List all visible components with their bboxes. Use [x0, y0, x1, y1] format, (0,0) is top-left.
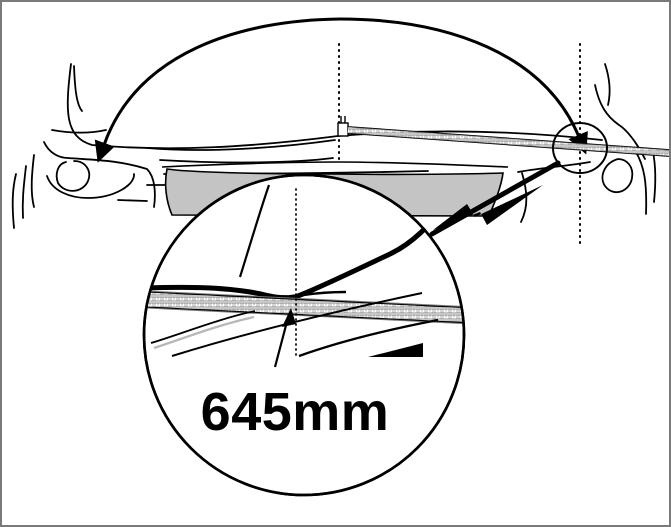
- zoom-source-circle: [429, 122, 608, 237]
- tape-measure-icon: [337, 116, 669, 157]
- magnified-detail: [142, 173, 466, 497]
- measurement-label: 645mm: [201, 382, 390, 442]
- arrow-icon: [94, 17, 588, 163]
